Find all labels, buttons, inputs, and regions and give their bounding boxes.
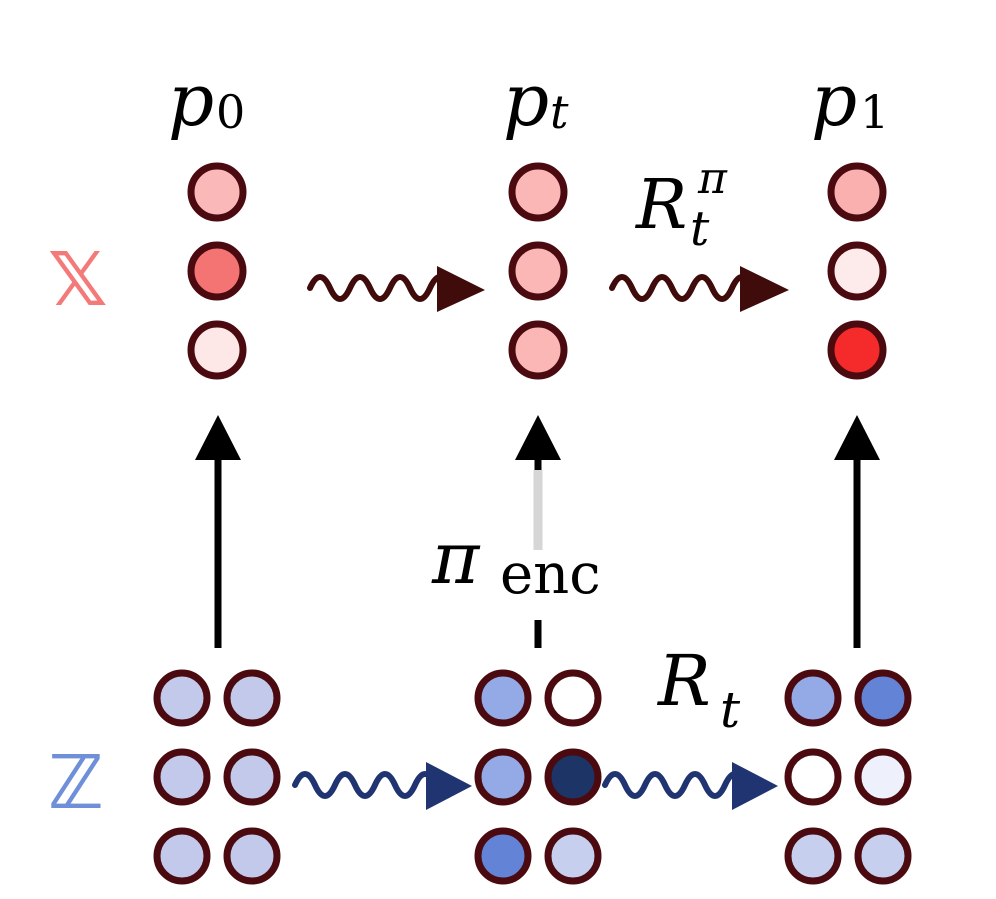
z-node [474,748,532,806]
encoder-arrow-pt [515,415,561,648]
label-r: R t [656,640,741,739]
encoder-arrow-p0 [195,415,241,648]
x-wavy-arrow-2 [609,266,789,312]
svg-text:p: p [168,58,214,142]
svg-text:R: R [656,640,711,722]
x-wavy-arrow-1 [307,266,485,312]
z-node [223,827,281,885]
label-p0: p 0 [168,58,245,142]
space-label-z: ℤ [48,740,104,826]
x-node [187,320,247,380]
z-wavy-arrow-1 [292,762,472,810]
x-nodes-p1 [827,162,887,380]
z-node [153,748,211,806]
z-nodes-p1 [784,669,912,885]
z-node [854,748,912,806]
x-node [508,162,568,222]
x-node [187,162,247,222]
label-pt: p t [503,58,569,142]
x-node [187,241,247,301]
z-node [854,669,912,727]
x-node [508,320,568,380]
x-node [827,241,887,301]
x-nodes-p0 [187,162,247,380]
z-nodes-p0 [153,669,281,885]
x-node [508,241,568,301]
x-node [827,320,887,380]
z-node [474,669,532,727]
z-node [784,669,842,727]
svg-text:R: R [634,166,687,245]
z-node [474,827,532,885]
x-nodes-pt [508,162,568,380]
svg-text:p: p [503,58,549,142]
svg-text:enc: enc [500,542,601,607]
z-node [223,669,281,727]
z-node [153,827,211,885]
z-node [223,748,281,806]
svg-text:t: t [720,681,741,739]
z-node [153,669,211,727]
z-nodes-pt [474,669,602,885]
svg-text:p: p [811,58,857,142]
z-node [544,669,602,727]
z-node [784,827,842,885]
svg-text:1: 1 [860,85,889,139]
space-label-x: 𝕏 [48,237,108,323]
label-r-pi: R t π [634,153,728,257]
label-p1: p 1 [811,58,889,142]
svg-text:π: π [431,516,481,600]
z-node [544,748,602,806]
label-encoder: π enc [431,516,601,607]
svg-text:π: π [697,153,728,204]
svg-text:t: t [690,201,710,257]
svg-text:0: 0 [216,85,245,139]
z-node [544,827,602,885]
z-wavy-arrow-2 [602,762,778,810]
z-node [854,827,912,885]
x-node [827,162,887,222]
svg-text:t: t [550,85,569,139]
encoder-arrow-p1 [834,415,880,648]
z-node [784,748,842,806]
